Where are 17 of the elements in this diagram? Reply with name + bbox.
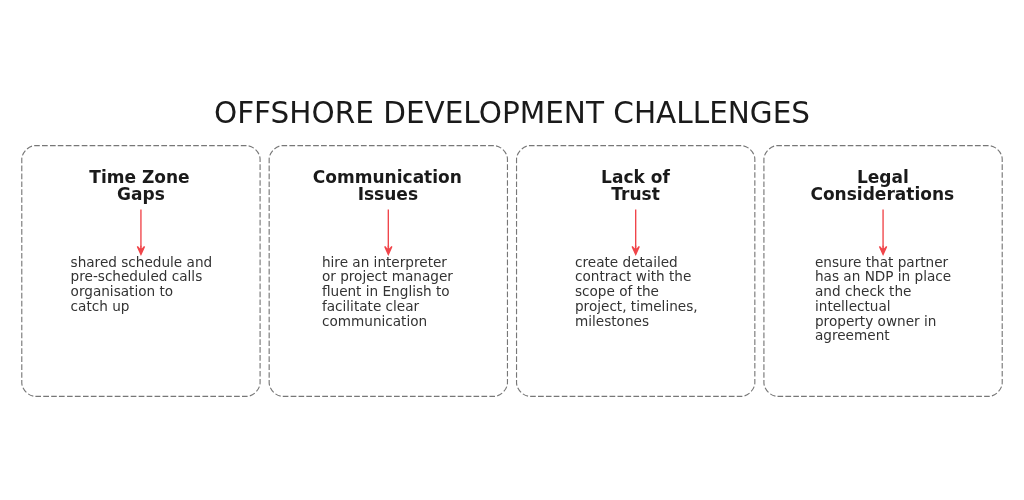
- node-text: ensure that partner has an NDP in place and check the intellectual property owner in agreement: [814, 253, 952, 344]
- node-text: Communication Issues: [312, 167, 462, 205]
- node-text: Time Zone Gaps: [89, 167, 190, 205]
- arrow: [878, 208, 888, 256]
- arrow: [384, 208, 393, 256]
- arrow: [631, 208, 640, 256]
- cluster: [21, 145, 261, 397]
- node-text: hire an interpreter or project manager fluent in English to facilitate clear communication: [321, 253, 453, 329]
- cluster: [515, 145, 756, 397]
- node-text: Legal Considerations: [810, 167, 955, 205]
- node-text: shared schedule and pre-scheduled calls organisation to catch up: [70, 253, 213, 314]
- node-text: Lack of Trust: [601, 167, 670, 205]
- diagram-title: OFFSHORE DEVELOPMENT CHALLENGES: [213, 95, 811, 130]
- cluster: [763, 145, 1003, 397]
- arrow: [136, 208, 146, 256]
- node-text: create detailed contract with the scope of the project, timelines, milestones: [574, 253, 698, 329]
- cluster: [268, 145, 509, 397]
